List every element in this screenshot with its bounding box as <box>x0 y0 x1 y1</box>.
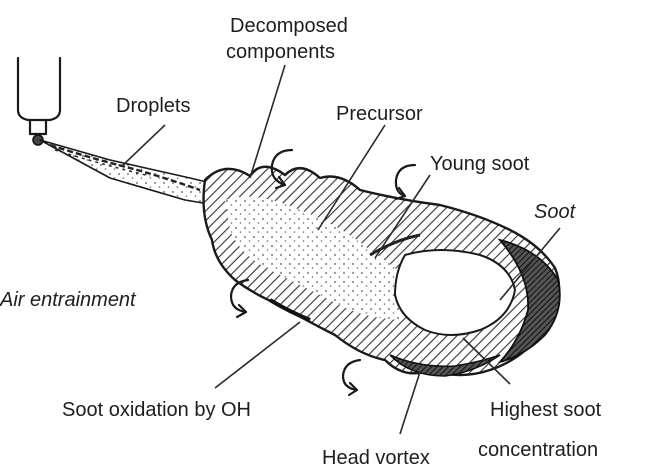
label-soot: Soot <box>534 201 577 223</box>
label-decomposed-line1: Decomposed <box>230 15 348 37</box>
label-decomposed-line2: components <box>226 41 335 63</box>
label-highest-line2: concentration <box>478 439 598 461</box>
label-head-vortex: Head vortex <box>322 447 430 469</box>
label-highest-line1: Highest soot <box>490 399 602 421</box>
label-droplets: Droplets <box>116 95 190 117</box>
air-entrainment-arrow-icon <box>396 165 415 199</box>
label-young-soot: Young soot <box>430 153 530 175</box>
label-precursor: Precursor <box>336 103 423 125</box>
air-entrainment-arrow-icon <box>343 360 360 395</box>
flame-plume <box>204 167 560 376</box>
label-air-entrainment: Air entrainment <box>0 289 137 311</box>
label-soot-oxidation: Soot oxidation by OH <box>62 399 251 421</box>
injector-nozzle-icon <box>18 58 60 145</box>
